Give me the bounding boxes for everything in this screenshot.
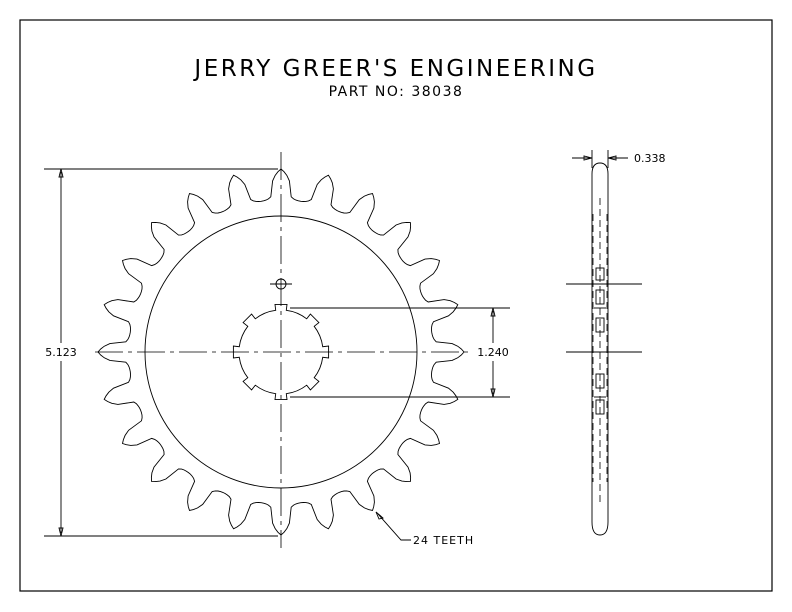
splined-bore (232, 303, 330, 401)
side-view (566, 162, 642, 536)
outer-diameter-value: 5.123 (45, 346, 77, 359)
company-title: JERRY GREER'S ENGINEERING (192, 56, 597, 82)
front-view (95, 152, 468, 548)
thickness-value: 0.338 (634, 152, 666, 165)
side-profile (591, 162, 609, 536)
teeth-note: 24 TEETH (413, 534, 474, 547)
sheet-border (19, 19, 773, 592)
bore-value: 1.240 (477, 346, 509, 359)
thickness-dimension: 0.338 (572, 150, 666, 168)
part-number: PART NO: 38038 (329, 84, 464, 100)
teeth-leader: 24 TEETH (375, 511, 474, 547)
outer-diameter-dimension: 5.123 (44, 168, 278, 537)
bore-dimension: 1.240 (290, 307, 510, 398)
